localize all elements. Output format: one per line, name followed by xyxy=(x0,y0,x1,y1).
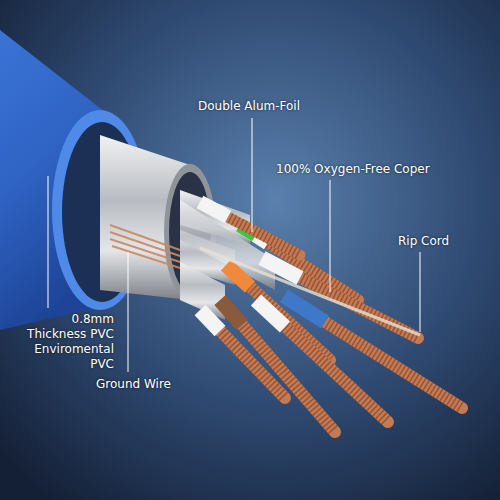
rip-cord xyxy=(200,248,420,335)
ground-wire xyxy=(110,225,180,268)
callout-label: Rip Cord xyxy=(398,234,449,249)
pair-foil xyxy=(180,200,275,290)
callout-label: Ground Wire xyxy=(96,377,171,392)
callout-label: 0.8mm Thickness PVC Enviromental PVC xyxy=(14,312,114,372)
callout-label: Double Alum-Foil xyxy=(198,99,300,114)
callout-label: 100% Oxygen-Free Coper xyxy=(276,162,430,177)
conductors xyxy=(200,202,462,432)
